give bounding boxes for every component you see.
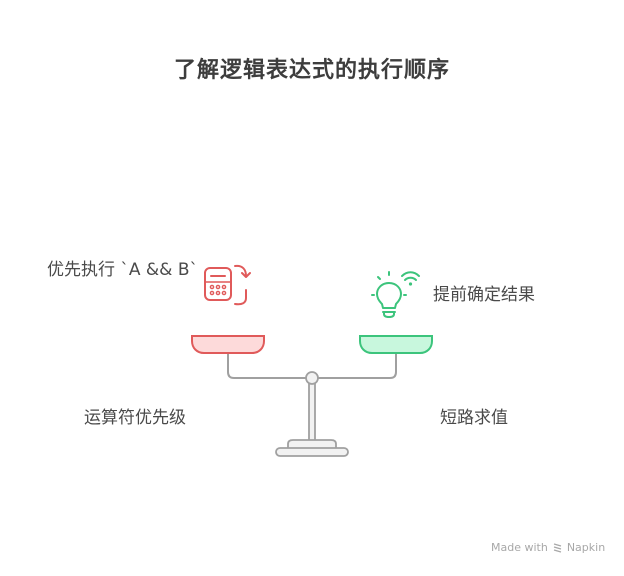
left-pan bbox=[191, 335, 265, 354]
pivot-icon bbox=[305, 371, 319, 385]
diagram-title: 了解逻辑表达式的执行顺序 bbox=[173, 58, 450, 83]
left-bottom-label: 运算符优先级 bbox=[84, 408, 186, 428]
right-bottom-label: 短路求值 bbox=[440, 408, 508, 428]
calculator-cycle-icon bbox=[204, 264, 251, 306]
right-top-label: 提前确定结果 bbox=[433, 285, 535, 305]
brand-text: Napkin bbox=[566, 541, 606, 554]
left-top-label: 优先执行 `A && B` bbox=[46, 260, 198, 280]
scale-pole bbox=[308, 382, 316, 442]
made-with-text: Made with bbox=[491, 541, 548, 554]
scale-base-top bbox=[287, 439, 337, 449]
lightbulb-signal-icon bbox=[371, 271, 420, 319]
scale-base-bottom bbox=[275, 447, 349, 457]
right-pan bbox=[359, 335, 433, 354]
napkin-logo-icon bbox=[553, 543, 562, 553]
napkin-watermark: Made with Napkin bbox=[491, 541, 605, 554]
right-arm bbox=[318, 354, 397, 379]
left-arm bbox=[227, 354, 306, 379]
